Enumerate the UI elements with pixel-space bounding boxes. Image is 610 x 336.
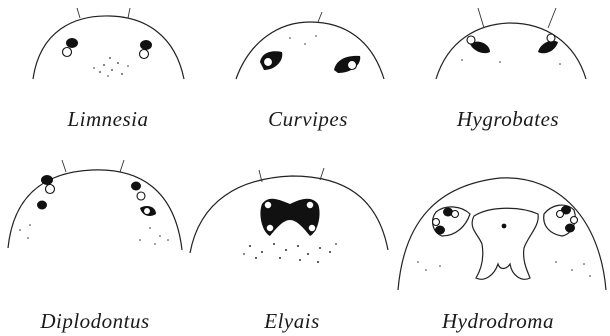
diplodontus-eye-left-lower [37, 201, 47, 210]
elyais-eye-upper-left [264, 201, 272, 209]
diplodontus-eye-right-dark [131, 182, 141, 191]
hydrodroma-eye-left-lens-upper [452, 211, 459, 218]
diplodontus-stipple [19, 224, 169, 245]
diplodontus-outline [8, 170, 182, 250]
limnesia-eye-left-dark [66, 38, 78, 48]
diplodontus-seta-right [120, 160, 124, 172]
hygrobates-seta-left [478, 8, 484, 28]
caption-limnesia: Limnesia [8, 107, 208, 132]
figure-diplodontus [8, 160, 182, 250]
hydrodroma-eye-right-dark-lower [565, 224, 575, 233]
elyais-eye-upper-right [306, 201, 314, 209]
limnesia-eye-left-lens [63, 48, 72, 57]
limnesia-eye-right-lens [140, 50, 149, 59]
caption-elyais: Elyais [192, 309, 392, 334]
curvipes-seta [318, 12, 322, 22]
hygrobates-eye-right-dark [538, 41, 558, 54]
curvipes-eye-right-lens [348, 61, 357, 70]
hydrodroma-plate-pore [502, 224, 507, 229]
hygrobates-stipple [461, 59, 561, 65]
figure-curvipes [236, 12, 384, 79]
curvipes-stipple [289, 35, 317, 45]
diplodontus-eye-left-dark [41, 175, 53, 185]
hygrobates-eye-right-lens [547, 34, 555, 42]
hydrodroma-outline [398, 178, 606, 290]
hydrodroma-eye-right-lens-upper [557, 211, 564, 218]
caption-hygrobates: Hygrobates [408, 107, 608, 132]
curvipes-eye-left-lens [264, 58, 273, 67]
limnesia-seta-right [128, 8, 130, 18]
limnesia-stipple [93, 57, 129, 77]
elyais-eye-lower-left [266, 224, 274, 232]
elyais-eye-lower-right [308, 224, 316, 232]
hygrobates-eye-left-lens [467, 36, 475, 44]
figure-limnesia [33, 8, 184, 79]
hydrodroma-eye-right-lens-lower [571, 217, 578, 224]
caption-curvipes: Curvipes [208, 107, 408, 132]
limnesia-outline [33, 16, 184, 79]
hydrodroma-eye-left-lens-lower [433, 219, 440, 226]
diplodontus-seta-left [62, 160, 66, 172]
diplodontus-eye-right-lower-lens [144, 208, 151, 215]
limnesia-eye-right-dark [140, 40, 152, 50]
limnesia-seta-left [77, 8, 80, 18]
figure-hydrodroma [398, 178, 606, 290]
hydrodroma-eye-left-dark-lower [435, 226, 445, 235]
diplodontus-eye-left-lens [46, 185, 55, 194]
figure-hygrobates [436, 8, 586, 79]
diplodontus-eye-right-lens [137, 192, 145, 200]
figure-elyais [190, 168, 388, 263]
elyais-seta-right [320, 168, 324, 180]
elyais-stipple [243, 243, 337, 263]
hydrodroma-dorsal-plate [472, 208, 538, 279]
hygrobates-outline [436, 23, 586, 79]
hygrobates-seta-right [548, 8, 556, 28]
curvipes-outline [236, 22, 384, 79]
caption-hydrodroma: Hydrodroma [398, 309, 598, 334]
caption-diplodontus: Diplodontus [0, 309, 195, 334]
